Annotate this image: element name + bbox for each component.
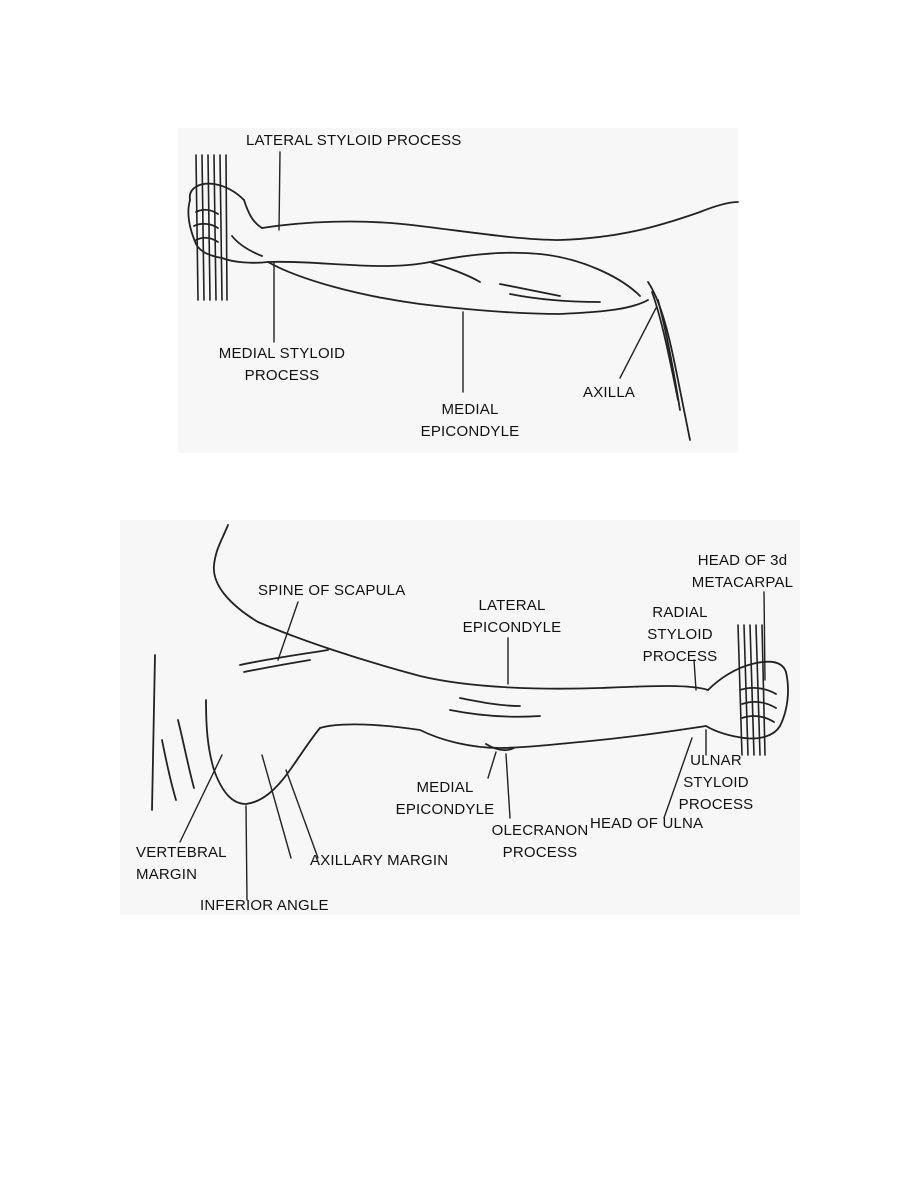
top-bar-illustration [195,154,228,301]
label-axillary-margin: AXILLARY MARGIN [310,852,449,869]
bottom-hand-illustration [705,660,789,740]
label-spine-of-scapula: SPINE OF SCAPULA [258,582,406,599]
label-axilla: AXILLA [583,384,636,401]
bottom-bar-illustration [737,624,766,756]
label-medial-epicondyle-bottom: MEDIAL EPICONDYLE [395,779,495,818]
label-radial-styloid-process: RADIAL STYLOID PROCESS [642,604,718,665]
label-lateral-styloid-process: LATERAL STYLOID PROCESS [246,132,462,149]
top-hand-illustration [187,182,269,264]
label-lateral-epicondyle: LATERAL EPICONDYLE [462,597,562,636]
label-ulnar-styloid-process: ULNAR STYLOID PROCESS [678,752,754,813]
label-medial-epicondyle-top: MEDIAL EPICONDYLE [420,401,520,440]
top-figure-background [178,128,738,453]
label-olecranon-process: OLECRANON PROCESS [491,822,589,861]
label-head-of-3d-metacarpal: HEAD OF 3d METACARPAL [691,552,794,591]
bottom-figure-background [120,520,800,915]
label-medial-styloid-process: MEDIAL STYLOID PROCESS [218,345,346,384]
label-vertebral-margin: VERTEBRAL MARGIN [136,844,227,883]
bottom-body-outline [151,524,709,811]
top-arm-outline [261,201,739,441]
label-head-of-ulna: HEAD OF ULNA [590,815,704,832]
label-inferior-angle: INFERIOR ANGLE [200,897,329,914]
bottom-leader-lines [179,591,766,901]
top-leader-lines [273,151,657,393]
